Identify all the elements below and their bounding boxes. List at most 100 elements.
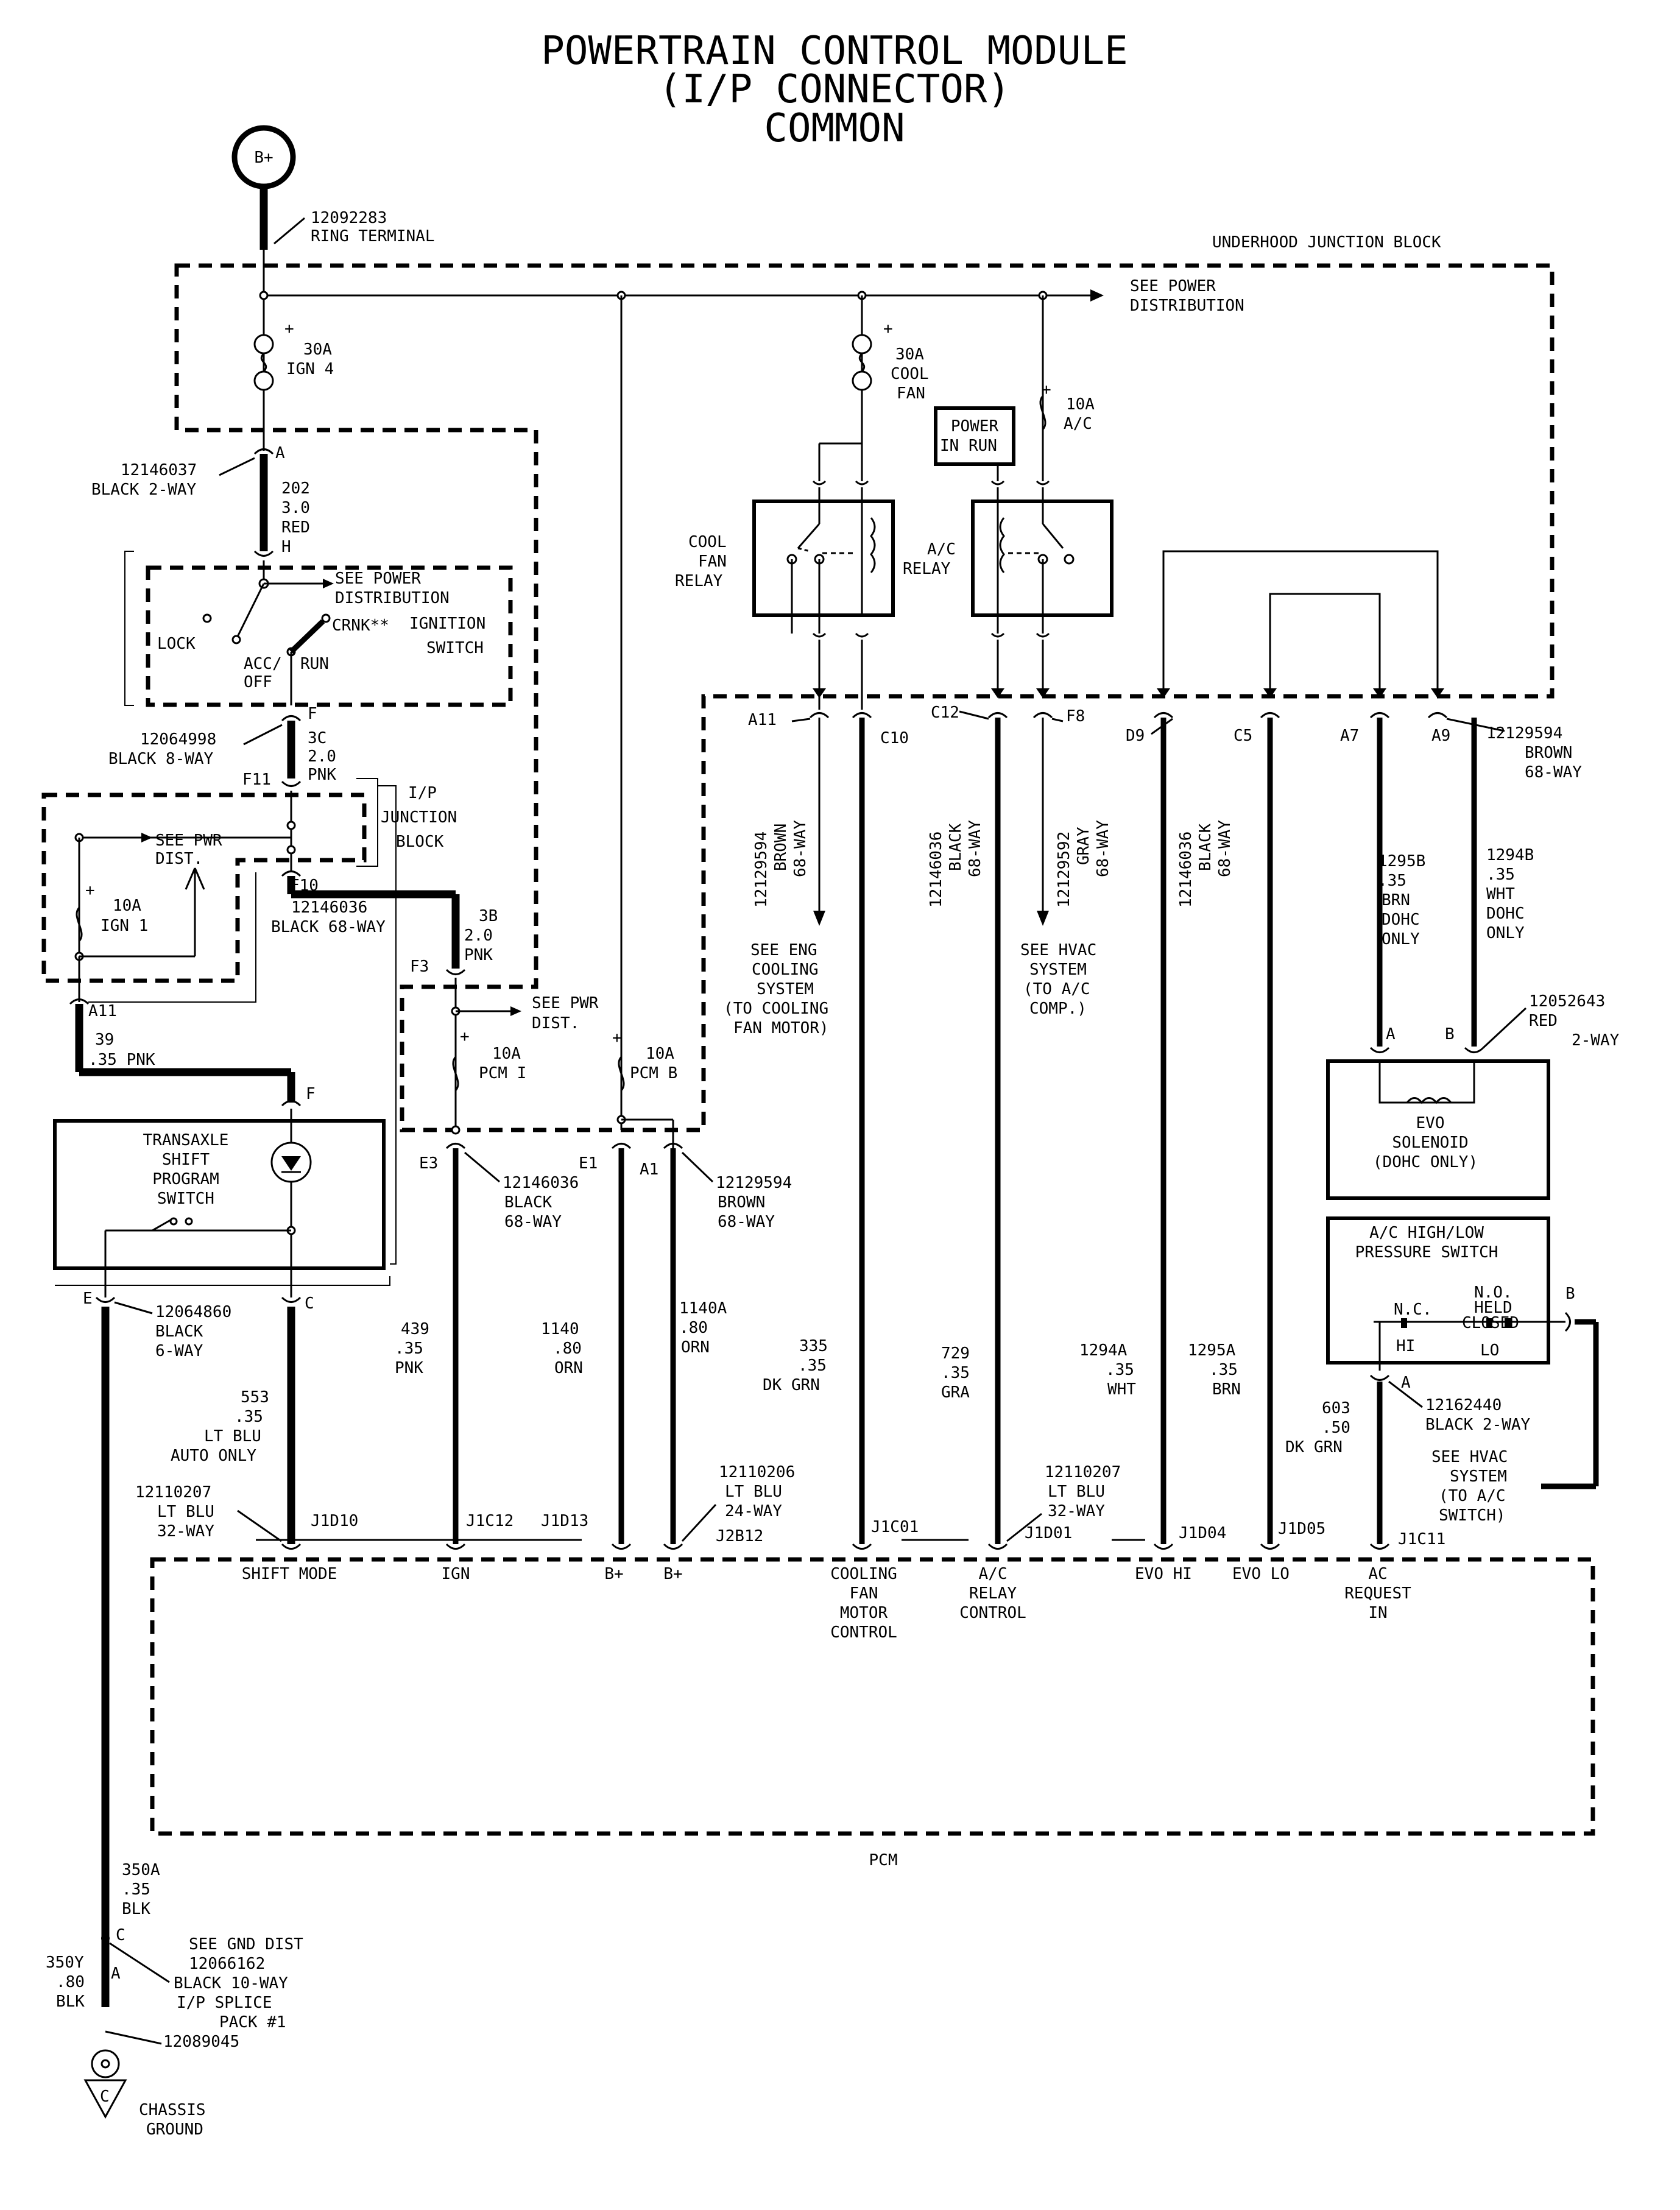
pcm-func-ign: IGN bbox=[442, 1565, 470, 1583]
w1140a-size: .80 bbox=[679, 1319, 708, 1337]
pcm-func-bp2: B+ bbox=[663, 1565, 682, 1583]
pcm-pin-2: J1C12 bbox=[466, 1512, 514, 1530]
w3b-color: PNK bbox=[464, 946, 493, 964]
fuse-cool-fan-rating: 30A bbox=[895, 345, 924, 364]
w1140-color: ORN bbox=[554, 1359, 583, 1377]
pin-D9: D9 bbox=[1126, 727, 1145, 745]
w729-num: 729 bbox=[941, 1344, 970, 1363]
w1295b-size: .35 bbox=[1378, 872, 1406, 890]
fuse-pcmb-rating: 10A bbox=[646, 1045, 674, 1063]
pin-gA: A bbox=[111, 1965, 121, 1983]
w1295b-note-1: DOHC bbox=[1382, 911, 1420, 929]
w1294b-note-2: ONLY bbox=[1486, 924, 1525, 942]
gnd-part: 12089045 bbox=[163, 2033, 239, 2051]
w3c-color: PNK bbox=[308, 766, 336, 784]
evo-label-3: (DOHC ONLY) bbox=[1373, 1153, 1478, 1171]
w1295b-color: BRN bbox=[1382, 891, 1410, 909]
power-in-run-2: IN RUN bbox=[940, 437, 997, 455]
ac-relay: A/C RELAY bbox=[903, 480, 1114, 638]
ign-switch-label-1: IGNITION bbox=[409, 615, 485, 633]
w603-size: .50 bbox=[1322, 1419, 1350, 1437]
conn5-color: BROWN bbox=[718, 1193, 765, 1212]
fuse-pcmb-name: PCM B bbox=[630, 1064, 677, 1082]
w729-size: .35 bbox=[941, 1364, 970, 1382]
pcm-func-cool-4: CONTROL bbox=[830, 1623, 897, 1642]
pin-F11: F11 bbox=[242, 771, 271, 789]
conn7-color: LT BLU bbox=[157, 1503, 214, 1521]
pin-evoA: A bbox=[1386, 1025, 1396, 1043]
title-line-1: POWERTRAIN CONTROL MODULE bbox=[541, 29, 1128, 74]
ac-switch-hi: HI bbox=[1396, 1337, 1415, 1355]
pin-A: A bbox=[275, 444, 285, 462]
ip-see-pwr-2: DIST. bbox=[155, 850, 203, 868]
pcm-label: PCM bbox=[869, 1851, 898, 1869]
pin-gC: C bbox=[116, 1926, 125, 1944]
cool-fan-relay-label-2: FAN bbox=[698, 552, 727, 571]
ac-switch-lo: LO bbox=[1480, 1341, 1499, 1360]
pin-F-tsp: F bbox=[306, 1085, 316, 1103]
conn4-way: 68-WAY bbox=[504, 1213, 562, 1231]
ign-lock: LOCK bbox=[157, 635, 196, 653]
w1295a-num: 1295A bbox=[1188, 1341, 1236, 1360]
w202-num: 202 bbox=[281, 479, 310, 498]
pin-E1: E1 bbox=[579, 1154, 598, 1173]
pin-acB: B bbox=[1565, 1285, 1575, 1303]
conn6-way: 6-WAY bbox=[155, 1342, 203, 1360]
transaxle-label-2: SHIFT bbox=[162, 1151, 210, 1169]
pin-C10: C10 bbox=[880, 729, 909, 747]
ip-junction-label-3: BLOCK bbox=[396, 833, 444, 851]
underhood-junction-label: UNDERHOOD JUNCTION BLOCK bbox=[1212, 233, 1441, 252]
underhood-outputs: A11 C10 C12 F8 D9 C5 A7 A9 bbox=[724, 640, 1582, 1544]
c12-conn-part: 12146036 bbox=[927, 831, 945, 908]
ac-switch-label-2: PRESSURE SWITCH bbox=[1355, 1243, 1498, 1262]
conn7-way: 32-WAY bbox=[157, 1522, 214, 1541]
conn9-color: LT BLU bbox=[1048, 1483, 1105, 1501]
pcm-see-pwr-2: DIST. bbox=[532, 1014, 579, 1033]
ring-terminal-desc: RING TERMINAL bbox=[311, 227, 435, 245]
w1295a-size: .35 bbox=[1209, 1361, 1238, 1379]
w1294a-color: WHT bbox=[1107, 1380, 1136, 1399]
title-line-3: COMMON bbox=[764, 106, 905, 151]
f8-conn-color: GRAY bbox=[1075, 827, 1093, 865]
fuse-ign1-rating: 10A bbox=[113, 897, 141, 915]
see-hvac2-2: SYSTEM bbox=[1450, 1467, 1507, 1486]
cool-fan-relay: COOL FAN RELAY bbox=[675, 442, 895, 638]
conn8-way: 24-WAY bbox=[725, 1502, 782, 1520]
w1140-size: .80 bbox=[553, 1340, 582, 1358]
pin-A9: A9 bbox=[1431, 727, 1450, 745]
conn1-desc: BLACK 2-WAY bbox=[91, 481, 197, 499]
conn2-desc: BLACK 8-WAY bbox=[108, 750, 214, 768]
pcm-func-cool-1: COOLING bbox=[830, 1565, 897, 1583]
ac-sw-conn-part: 12162440 bbox=[1425, 1396, 1502, 1414]
see-eng-3: SYSTEM bbox=[757, 980, 814, 998]
pcm-feed-wires: E3 E1 A1 12146036 BLACK 68-WAY 12129594 … bbox=[395, 1143, 792, 1544]
evo-conn-way: 2-WAY bbox=[1572, 1031, 1620, 1050]
ac-switch-no-1: N.O. bbox=[1474, 1283, 1512, 1302]
ign-run: RUN bbox=[300, 655, 329, 673]
a11-conn-color: BROWN bbox=[772, 824, 790, 871]
ground-circuit: 350A .35 BLK C A 350Y .80 BLK SEE GND DI… bbox=[46, 1861, 303, 2139]
conn7-part: 12110207 bbox=[135, 1483, 211, 1502]
fuse-ign4-name: IGN 4 bbox=[286, 360, 334, 378]
conn2-part: 12064998 bbox=[140, 730, 216, 749]
w335-color: DK GRN bbox=[763, 1376, 820, 1394]
evo-solenoid: 12052643 RED 2-WAY A B EVO SOLENOID (DOH… bbox=[1326, 992, 1620, 1200]
fuse-ac-icon bbox=[1039, 395, 1046, 431]
pcm-func-cool-3: MOTOR bbox=[840, 1604, 888, 1622]
ac-relay-label-1: A/C bbox=[927, 540, 956, 559]
w3c-num: 3C bbox=[308, 729, 326, 747]
conn3-desc: BLACK 68-WAY bbox=[271, 918, 386, 936]
ip-junction-label-2: JUNCTION bbox=[381, 808, 457, 827]
conn8-part: 12110206 bbox=[719, 1463, 795, 1481]
transaxle-label-1: TRANSAXLE bbox=[143, 1131, 229, 1149]
w553-size: .35 bbox=[235, 1408, 263, 1426]
pcm-pin-4: J2B12 bbox=[716, 1527, 763, 1545]
evo-conn-part: 12052643 bbox=[1529, 992, 1605, 1011]
d9-conn-part: 12146036 bbox=[1177, 831, 1195, 908]
w350y-color: BLK bbox=[56, 1993, 85, 2011]
transaxle-label-4: SWITCH bbox=[157, 1190, 214, 1208]
chassis-ground-icon bbox=[83, 2079, 127, 2119]
f8-conn-part: 12129592 bbox=[1055, 831, 1073, 908]
w1295b-num: 1295B bbox=[1378, 852, 1425, 870]
fuse-ac-rating: 10A bbox=[1066, 395, 1095, 414]
